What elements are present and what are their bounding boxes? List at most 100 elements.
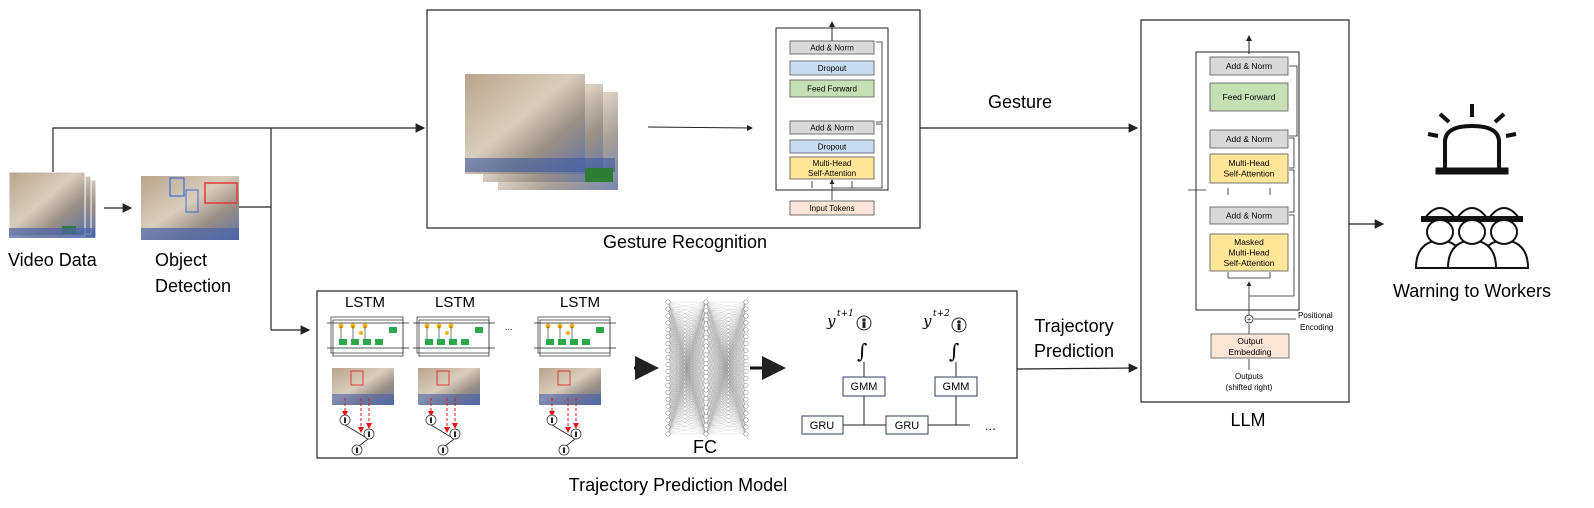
fc-node-2-6 <box>743 341 749 347</box>
fc-node-0-17 <box>665 417 671 423</box>
object-detection-frame <box>141 176 239 240</box>
frames-to-transformer-arrow <box>647 124 753 131</box>
fc-network <box>665 299 749 437</box>
fc-node-0-11 <box>665 375 671 381</box>
fc-node-0-15 <box>665 403 671 409</box>
fc-node-0-7 <box>665 348 671 354</box>
ellipsis-label: ... <box>985 418 996 433</box>
fc-node-2-10 <box>743 369 749 374</box>
positional-plus-glyph: + <box>1247 317 1251 324</box>
llm-residual-lines <box>1188 65 1298 297</box>
output-embedding-box <box>1210 333 1290 359</box>
fc-node-0-3 <box>665 320 671 326</box>
y-superscript-2: t+2 <box>933 309 950 319</box>
trajectory-prediction-label-2: Prediction <box>1034 341 1114 361</box>
gmm-label-1: GMM <box>851 381 878 393</box>
fc-node-1-13 <box>703 413 709 419</box>
input-tokens-box <box>789 200 875 216</box>
llm_decoder-block-3 <box>1209 153 1289 184</box>
llm_decoder-block-label-5-2: Self-Attention <box>1223 258 1274 268</box>
fc-node-0-4 <box>665 327 671 333</box>
gru-gmm-structure <box>843 362 970 426</box>
integral-symbol-1: ∫ <box>857 339 867 363</box>
llm_decoder-block-label-2-0: Add & Norm <box>1226 134 1272 144</box>
gesture-label: Gesture <box>988 92 1052 112</box>
fc-node-0-2 <box>665 313 671 319</box>
fc-node-2-0 <box>743 299 749 305</box>
lstm-cell-1 <box>413 316 495 357</box>
fc-node-1-10 <box>703 387 709 393</box>
fc-node-1-7 <box>703 361 709 367</box>
gru-box-2 <box>885 415 929 435</box>
fc-node-2-3 <box>743 320 749 326</box>
fc-node-0-13 <box>665 389 671 395</box>
llm_decoder-block-1 <box>1209 82 1289 112</box>
fc-node-1-6 <box>703 352 709 358</box>
warning-to-workers-label: Warning to Workers <box>1393 281 1551 301</box>
fc-node-0-1 <box>665 306 671 312</box>
trajectory-prediction-label-1: Trajectory <box>1034 316 1113 336</box>
trajectory-scene-1 <box>418 368 480 456</box>
gru-label-1: GRU <box>810 420 835 432</box>
lstm-cell-2 <box>534 316 616 357</box>
fc-node-0-12 <box>665 382 671 388</box>
lstm-cell-0 <box>327 316 409 357</box>
gesture_transformer-block-5 <box>789 156 875 180</box>
detection-flow-lines <box>52 123 426 335</box>
fc-node-2-5 <box>743 334 749 340</box>
input-tokens-label: Input Tokens <box>809 204 854 213</box>
lstm-ellipsis: ... <box>505 322 513 332</box>
alarm-beacon-icon <box>1427 104 1517 175</box>
object-detection-label-2: Detection <box>155 276 231 296</box>
gesture-frames <box>465 74 618 190</box>
fc-node-1-9 <box>703 378 709 384</box>
fc-node-2-2 <box>743 313 749 319</box>
fc-node-0-0 <box>665 299 671 305</box>
llm-decoder-box <box>1195 51 1300 311</box>
gesture_transformer-block-1 <box>789 60 875 76</box>
fc-node-2-14 <box>743 396 749 402</box>
fc-node-1-14 <box>703 422 709 428</box>
llm_decoder-block-5 <box>1209 233 1289 272</box>
fc-node-2-1 <box>743 306 749 312</box>
llm_decoder-block-0 <box>1209 56 1289 76</box>
fc-node-1-8 <box>703 369 709 375</box>
fc-node-2-11 <box>743 375 749 381</box>
fc-label: FC <box>693 437 717 457</box>
person-icon-2 <box>951 317 967 333</box>
gesture_transformer-block-4 <box>789 139 875 154</box>
output-embedding-label-2: Embedding <box>1228 347 1271 357</box>
attention-input-branches <box>811 181 853 188</box>
outputs-label-1: Outputs <box>1235 372 1263 381</box>
gesture-recognition-box <box>426 9 921 229</box>
gesture_transformer-block-label-2-0: Feed Forward <box>807 84 857 93</box>
trajectory-to-llm-arrow <box>1016 363 1139 373</box>
gesture-recognition-label: Gesture Recognition <box>603 232 767 252</box>
object-detection-label-1: Object <box>155 250 207 270</box>
trajectory-scene-2 <box>539 368 601 456</box>
fc-node-2-15 <box>743 403 749 409</box>
llm_decoder-block-2 <box>1209 129 1289 149</box>
lstm-label-2: LSTM <box>560 294 600 311</box>
fc-node-0-10 <box>665 369 671 374</box>
fc-node-1-4 <box>703 334 709 340</box>
y-superscript-1: t+1 <box>837 309 854 319</box>
gmm-box-1 <box>842 376 886 397</box>
fc-node-0-18 <box>665 424 671 430</box>
fc-node-2-12 <box>743 382 749 388</box>
fc-node-2-19 <box>743 431 749 437</box>
gesture_transformer-block-label-5-1: Self-Attention <box>808 169 856 178</box>
outputs-label-2: (shifted right) <box>1226 383 1273 392</box>
gru-box-1 <box>801 415 844 435</box>
fc-node-2-17 <box>743 417 749 423</box>
fc-node-0-5 <box>665 334 671 340</box>
fc-node-2-8 <box>743 355 749 361</box>
integral-symbol-2: ∫ <box>949 339 959 363</box>
gesture_transformer-block-label-3-0: Add & Norm <box>810 123 854 132</box>
positional-label-1: Positional <box>1298 311 1333 320</box>
